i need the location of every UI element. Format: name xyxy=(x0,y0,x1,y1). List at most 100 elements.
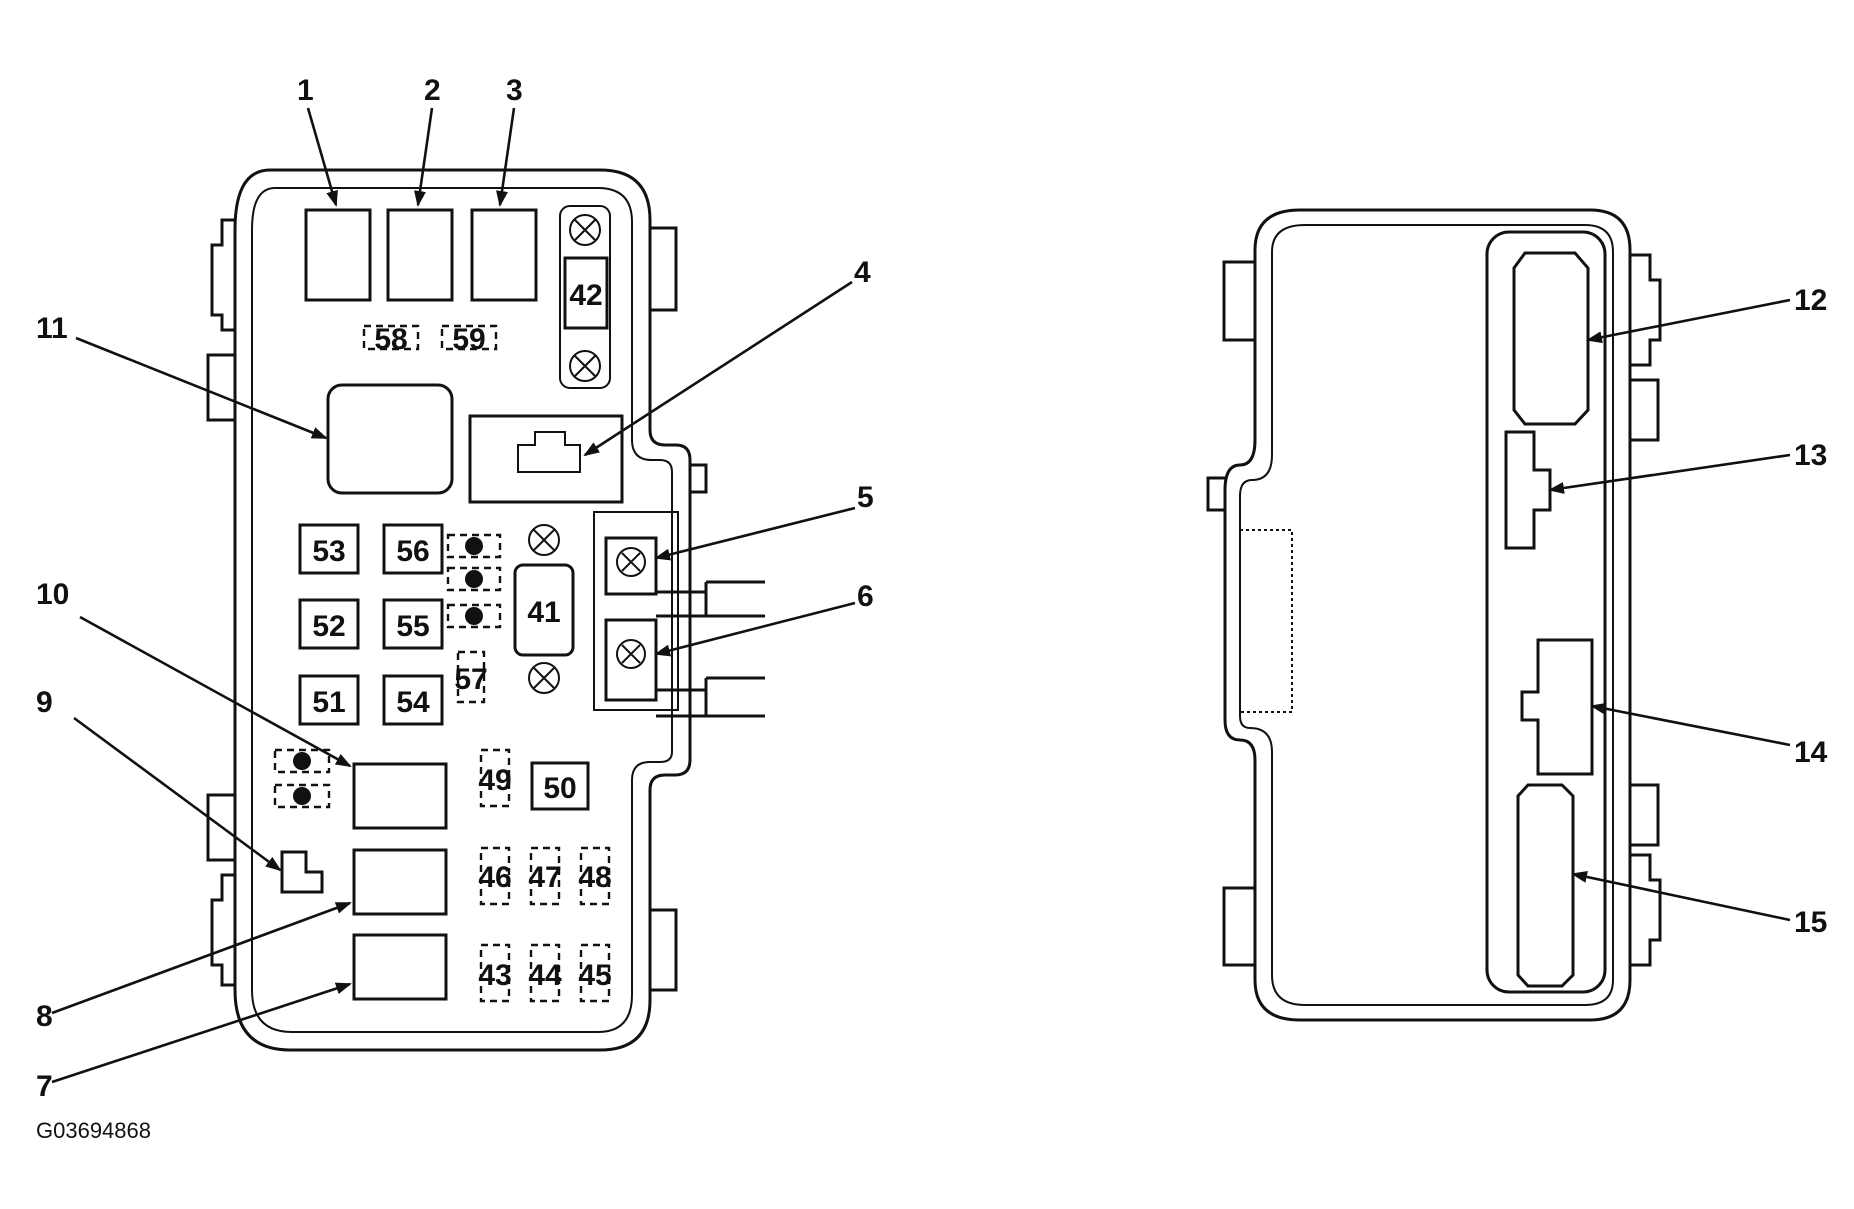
fuse-label-56: 56 xyxy=(396,535,429,568)
callout-3: 3 xyxy=(506,74,523,107)
callout-8: 8 xyxy=(36,1000,53,1033)
rear-left-tab-top xyxy=(1222,260,1255,342)
rear-right-tab-1 xyxy=(1630,253,1662,367)
left-housing-outline xyxy=(233,168,692,1052)
right-tab-mid xyxy=(690,463,708,494)
bolt-icon xyxy=(569,214,601,246)
cable-5 xyxy=(656,580,765,618)
callout-7: 7 xyxy=(36,1070,53,1103)
connector-4 xyxy=(468,414,624,504)
left-tab-mid xyxy=(206,353,235,422)
fuse-label-41: 41 xyxy=(527,596,560,629)
rear-connector-panel xyxy=(1485,230,1607,994)
fuse-label-47: 47 xyxy=(528,861,561,894)
relay-10 xyxy=(352,762,448,830)
fuse-50 xyxy=(530,761,590,811)
relay-8 xyxy=(352,848,448,916)
left-fuse-box: 58 59 42 53 56 52 55 51 54 xyxy=(206,168,765,1052)
callout-labels: 1 2 3 4 5 6 7 8 9 10 11 12 13 14 15 xyxy=(36,74,1828,1103)
diode-group-lower xyxy=(273,748,331,809)
callout-14: 14 xyxy=(1794,736,1828,769)
callout-10: 10 xyxy=(36,578,69,611)
fuse-slot-44-outline xyxy=(529,943,561,1003)
fuse-54 xyxy=(382,674,444,726)
bolt-icon xyxy=(616,639,646,669)
fuse-51 xyxy=(298,674,360,726)
left-tab-lower xyxy=(206,793,235,862)
fuse-slot-58-outline xyxy=(362,324,420,351)
callout-15: 15 xyxy=(1794,906,1827,939)
callout-13: 13 xyxy=(1794,439,1827,472)
fuse-label-46: 46 xyxy=(478,861,511,894)
fuse-label-57: 57 xyxy=(454,663,487,696)
right-fuse-box xyxy=(1206,208,1662,1022)
relay-2 xyxy=(386,208,454,302)
rear-left-tab-bottom xyxy=(1222,886,1255,967)
relay-3 xyxy=(470,208,538,302)
callout-5: 5 xyxy=(857,481,874,514)
fuse-label-45: 45 xyxy=(578,959,611,992)
callout-4: 4 xyxy=(854,256,871,289)
fuse-56 xyxy=(382,523,444,575)
cable-6 xyxy=(656,676,765,718)
fuse-label-54: 54 xyxy=(396,686,430,719)
fuse-label-49: 49 xyxy=(478,764,511,797)
fuse-label-59: 59 xyxy=(452,323,485,356)
fuse-slot-43-outline xyxy=(479,943,511,1003)
fuse-label-48: 48 xyxy=(578,861,611,894)
relay-1 xyxy=(304,208,372,302)
left-housing-inner xyxy=(251,187,673,1033)
callout-1: 1 xyxy=(297,74,314,107)
fuse-label-50: 50 xyxy=(543,772,576,805)
rear-right-tab-2 xyxy=(1630,378,1660,442)
left-tab-upper xyxy=(210,218,235,332)
right-tab-lower xyxy=(650,908,678,992)
fuse-label-55: 55 xyxy=(396,610,429,643)
left-tab-bottom xyxy=(210,873,235,987)
fuse-label-51: 51 xyxy=(312,686,345,719)
diode-group-upper xyxy=(446,533,502,629)
terminal-block xyxy=(593,511,679,711)
right-housing-outline xyxy=(1223,208,1632,1022)
bolt-icon xyxy=(569,350,601,382)
fuse-label-44: 44 xyxy=(528,959,562,992)
bolt-icon xyxy=(528,662,560,694)
fuse-label-43: 43 xyxy=(478,959,511,992)
fuse-42 xyxy=(563,256,609,330)
right-housing-inner xyxy=(1239,224,1614,1006)
fuse-53 xyxy=(298,523,360,575)
callout-12: 12 xyxy=(1794,284,1827,317)
fuse-52 xyxy=(298,598,360,650)
callout-leaders xyxy=(51,107,1791,1084)
fuse-slot-59-outline xyxy=(440,324,498,351)
callout-11: 11 xyxy=(36,312,68,345)
fuse-label-58: 58 xyxy=(374,323,407,356)
fuse-slot-46-outline xyxy=(479,846,511,906)
connector-15 xyxy=(1516,783,1575,988)
rear-right-tab-3 xyxy=(1630,783,1660,847)
connector-13 xyxy=(1504,430,1552,550)
fuse-slot-57-outline xyxy=(456,650,486,704)
fuse-55 xyxy=(382,598,444,650)
rear-panel-mark xyxy=(1240,529,1293,713)
fuse-41 xyxy=(513,563,575,657)
callout-9: 9 xyxy=(36,686,53,719)
right-tab-upper xyxy=(650,226,678,312)
terminal-6 xyxy=(604,618,658,702)
bolt-icon xyxy=(616,547,646,577)
connector-14 xyxy=(1520,638,1594,776)
relay-7 xyxy=(352,933,448,1001)
callout-6: 6 xyxy=(857,580,874,613)
fuse-slot-45-outline xyxy=(579,943,611,1003)
diode-9 xyxy=(280,850,324,894)
connector-4-socket xyxy=(517,431,581,473)
fuse-42-frame xyxy=(559,205,611,389)
fuse-slot-48-outline xyxy=(579,846,611,906)
relay-11 xyxy=(326,383,454,495)
fuse-label-53: 53 xyxy=(312,535,345,568)
terminal-5 xyxy=(604,536,658,596)
connector-12 xyxy=(1512,251,1590,426)
rear-right-tab-4 xyxy=(1630,853,1662,967)
fuse-label-52: 52 xyxy=(312,610,345,643)
